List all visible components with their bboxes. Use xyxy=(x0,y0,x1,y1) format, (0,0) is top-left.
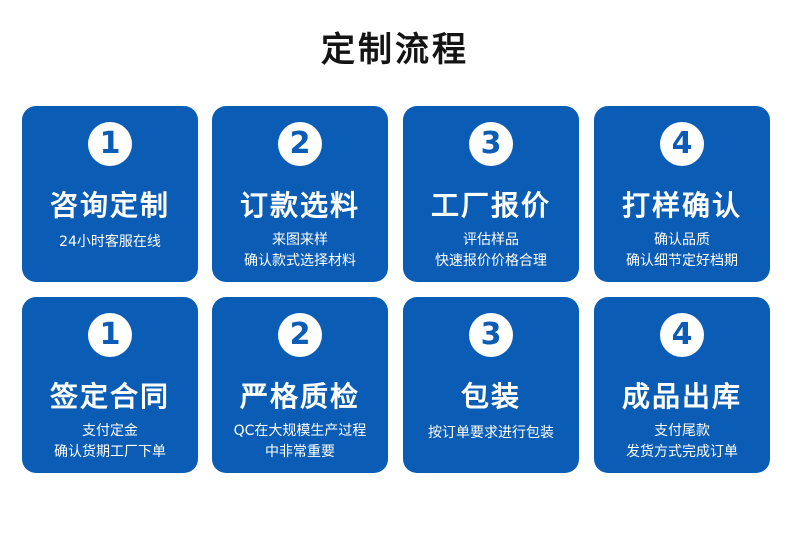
step-number-badge: 2 xyxy=(278,313,322,357)
step-description-line: 发货方式完成订单 xyxy=(626,444,738,460)
step-heading: 签定合同 xyxy=(49,380,170,413)
step-description-line: 快速报价价格合理 xyxy=(435,253,547,269)
step-number-badge: 4 xyxy=(660,122,704,166)
step-description-line: 按订单要求进行包装 xyxy=(428,425,554,441)
step-description-line: 确认品质 xyxy=(654,232,710,248)
step-heading: 工厂报价 xyxy=(430,189,551,222)
step-description-line: 支付尾款 xyxy=(654,423,710,439)
step-card-order-material: 2 订款选料 来图来样 确认款式选择材料 xyxy=(212,106,388,282)
step-description-line: 支付定金 xyxy=(82,423,138,439)
step-heading: 成品出库 xyxy=(621,380,742,413)
step-description-line: 确认货期工厂下单 xyxy=(54,444,166,460)
step-number-badge: 4 xyxy=(660,313,704,357)
step-description: 按订单要求进行包装 xyxy=(403,423,579,444)
step-description-line: 中非常重要 xyxy=(265,444,335,460)
step-card-contract: 1 签定合同 支付定金 确认货期工厂下单 xyxy=(22,297,198,473)
step-card-sample-confirm: 4 打样确认 确认品质 确认细节定好档期 xyxy=(594,106,770,282)
page-title: 定制流程 xyxy=(321,30,469,70)
step-description: 来图来样 确认款式选择材料 xyxy=(212,230,388,272)
step-number-badge: 2 xyxy=(278,122,322,166)
step-number-badge: 1 xyxy=(88,313,132,357)
step-description-line: 来图来样 xyxy=(272,232,328,248)
step-description-line: QC在大规模生产过程 xyxy=(233,423,367,439)
step-card-quality-check: 2 严格质检 QC在大规模生产过程 中非常重要 xyxy=(212,297,388,473)
step-heading: 打样确认 xyxy=(621,189,742,222)
step-heading: 严格质检 xyxy=(239,380,360,413)
step-description: 支付尾款 发货方式完成订单 xyxy=(594,421,770,463)
step-description-line: 24小时客服在线 xyxy=(59,234,161,250)
step-description: 评估样品 快速报价价格合理 xyxy=(403,230,579,272)
step-description: 确认品质 确认细节定好档期 xyxy=(594,230,770,272)
step-heading: 包装 xyxy=(460,380,521,413)
step-description: 24小时客服在线 xyxy=(22,232,198,253)
step-number-badge: 1 xyxy=(88,122,132,166)
step-card-factory-quote: 3 工厂报价 评估样品 快速报价价格合理 xyxy=(403,106,579,282)
step-heading: 订款选料 xyxy=(239,189,360,222)
step-number-badge: 3 xyxy=(469,122,513,166)
step-description: 支付定金 确认货期工厂下单 xyxy=(22,421,198,463)
step-description: QC在大规模生产过程 中非常重要 xyxy=(212,421,388,463)
step-heading: 咨询定制 xyxy=(49,189,170,222)
step-description-line: 确认细节定好档期 xyxy=(626,253,738,269)
step-card-packaging: 3 包装 按订单要求进行包装 xyxy=(403,297,579,473)
step-card-consult: 1 咨询定制 24小时客服在线 xyxy=(22,106,198,282)
step-number-badge: 3 xyxy=(469,313,513,357)
step-card-shipment: 4 成品出库 支付尾款 发货方式完成订单 xyxy=(594,297,770,473)
step-description-line: 确认款式选择材料 xyxy=(244,253,356,269)
step-description-line: 评估样品 xyxy=(463,232,519,248)
